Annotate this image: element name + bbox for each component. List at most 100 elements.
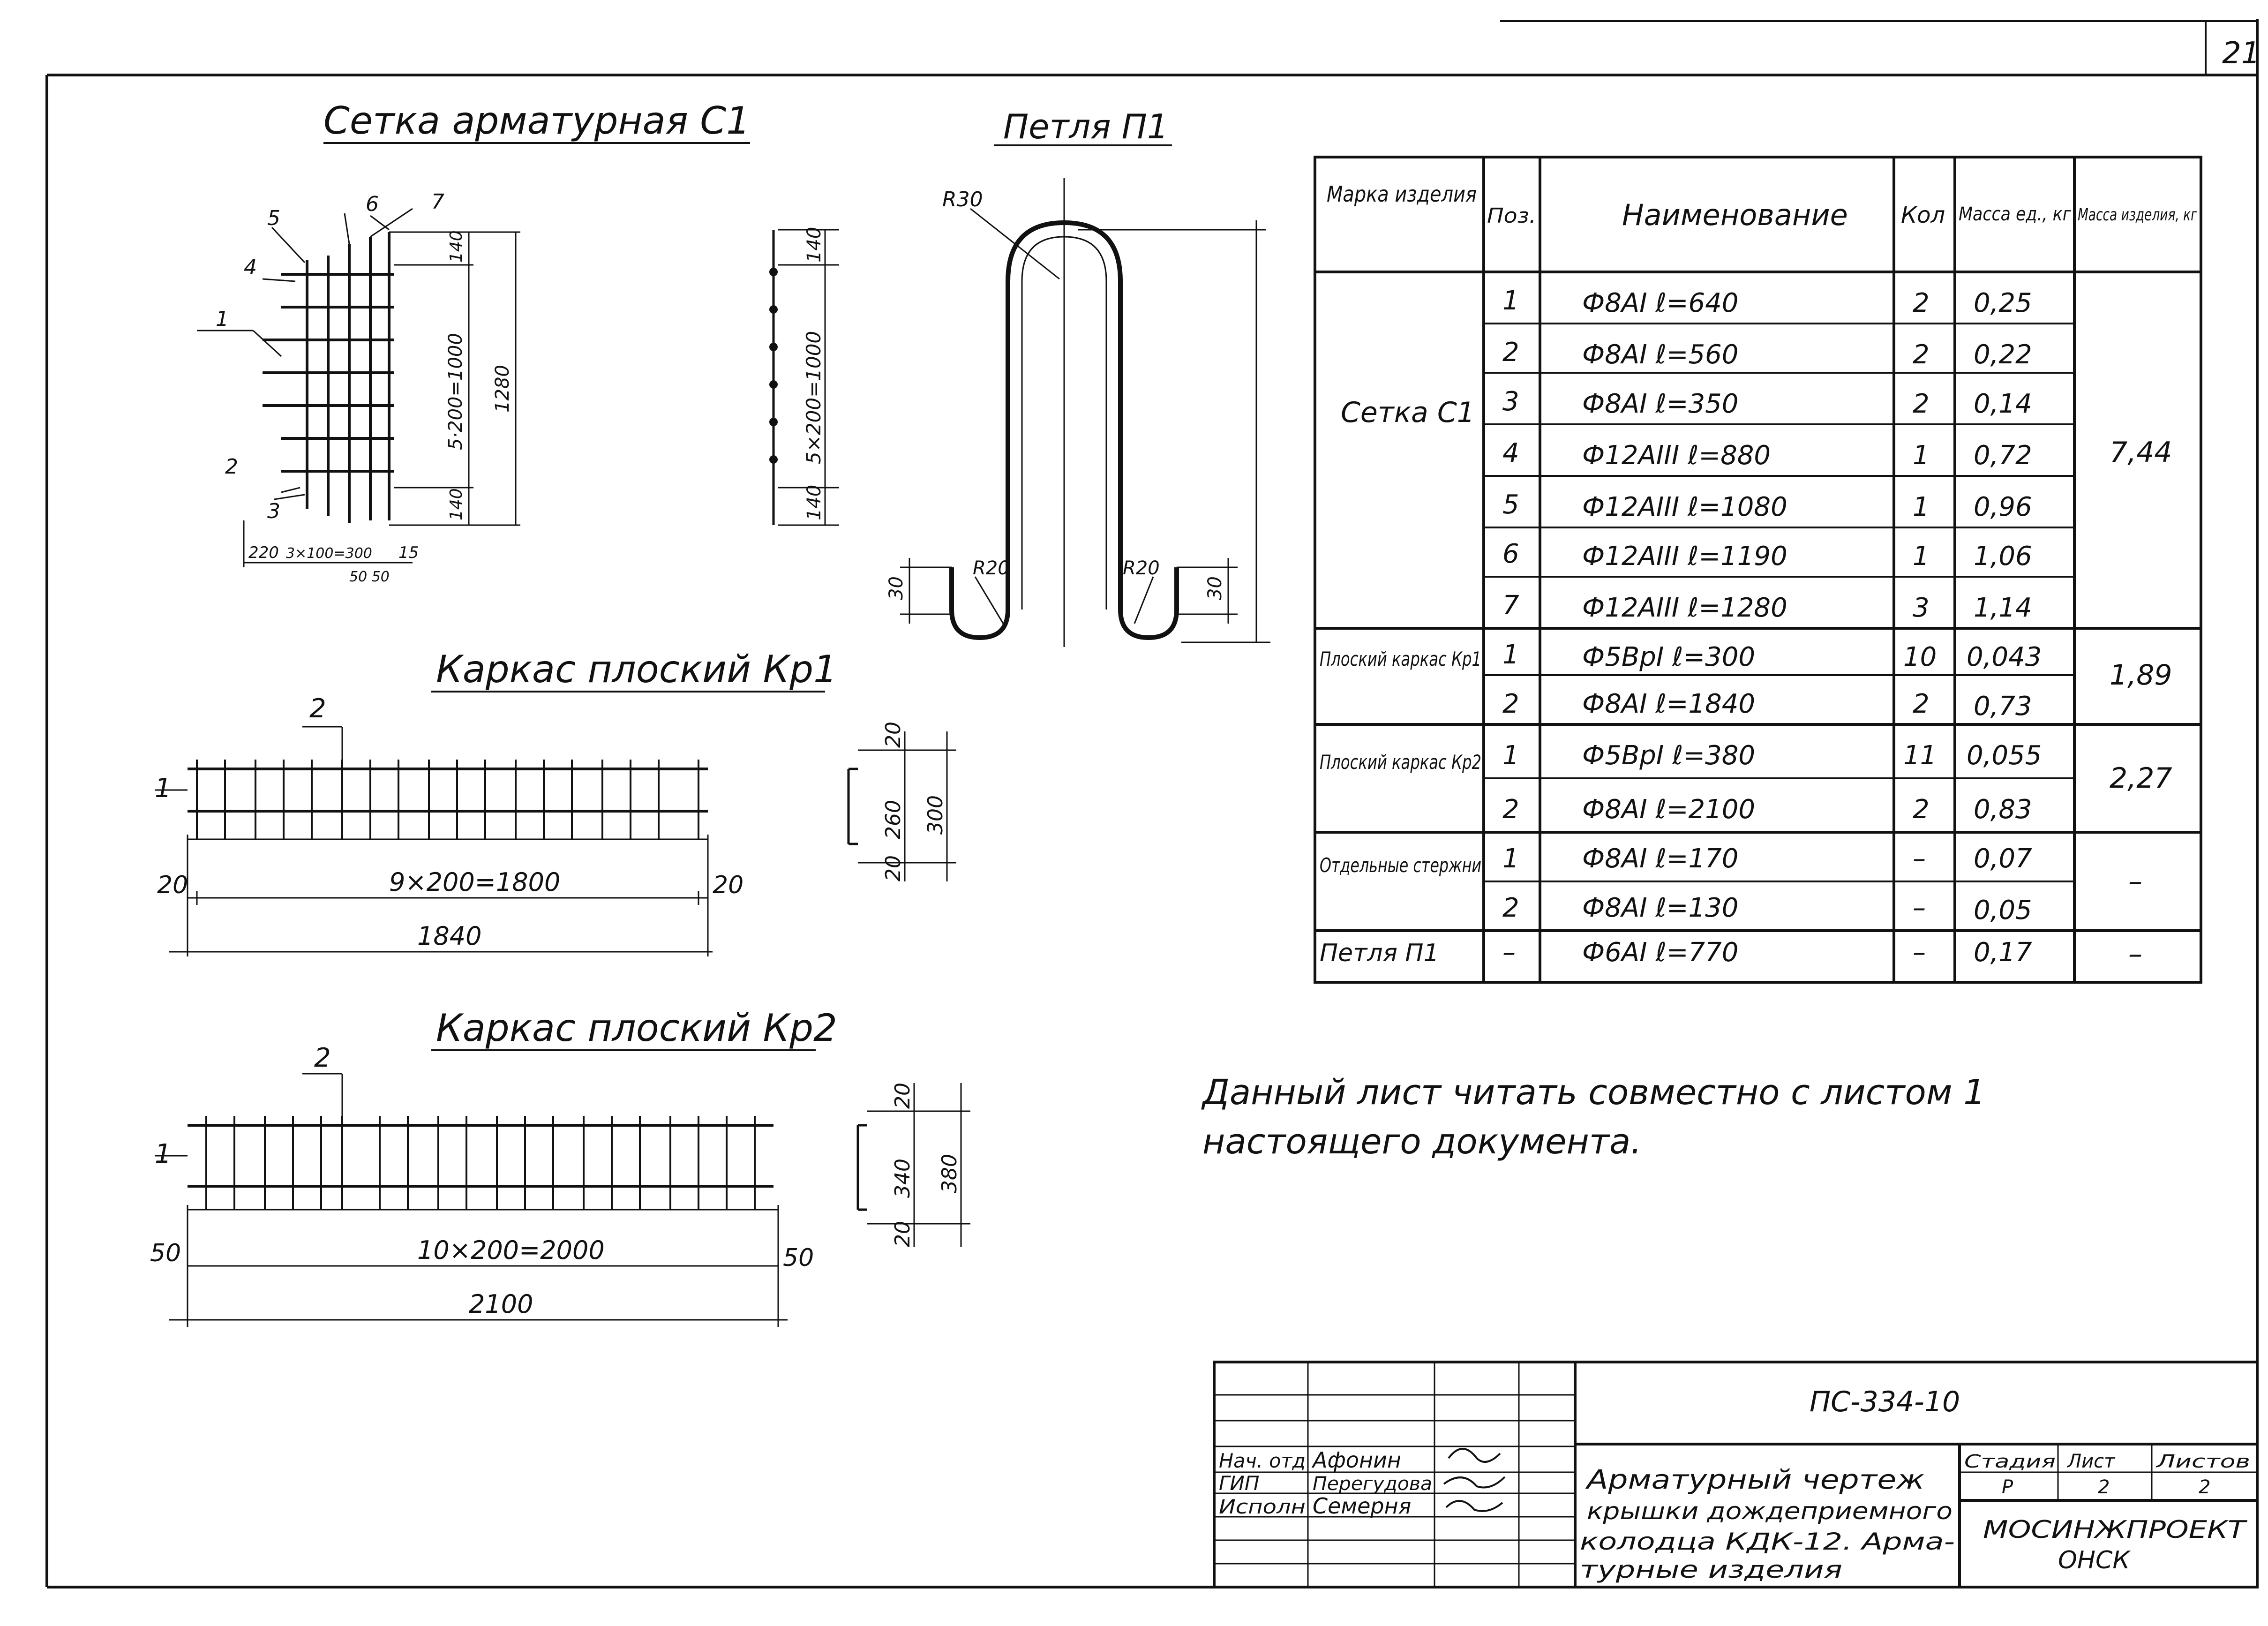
spec-row-name: Ф8АI ℓ=2100: [1582, 794, 1755, 825]
title-line-2: крышки дождеприемного: [1587, 1498, 1953, 1525]
spec-row-pos: 1: [1502, 843, 1519, 874]
frame-kp1-cross-bars: [196, 760, 699, 839]
spec-row-name: Ф8АI ℓ=350: [1582, 389, 1738, 419]
spec-row-qty: 2: [1913, 339, 1930, 370]
spec-row-qty: 10: [1903, 642, 1937, 672]
spec-row-name: Ф12АIII ℓ=1080: [1582, 492, 1787, 522]
spec-row-qty: 2: [1913, 288, 1930, 318]
stage-value: Р: [2002, 1476, 2013, 1498]
frame-kp2-dim-total: 2100: [469, 1289, 533, 1319]
spec-row-qty: –: [1913, 893, 1926, 923]
mesh-c1-dim-bottom-50: 50 50: [349, 569, 390, 585]
spec-row-name: Ф12АIII ℓ=1280: [1582, 593, 1787, 623]
mesh-c1-pos-3: 3: [267, 499, 280, 523]
org-line-2: ОНСК: [2058, 1546, 2131, 1574]
mesh-c1-side-dots: [769, 268, 778, 464]
frame-kp2-dims: [155, 1073, 788, 1327]
frame-kp1-section-total: 300: [924, 795, 947, 835]
spec-row-pos: 2: [1502, 337, 1519, 368]
frame-kp2-cross-bars: [205, 1116, 756, 1210]
mesh-c1-pos-2: 2: [225, 455, 238, 479]
spec-row-qty: 2: [1913, 794, 1930, 825]
spec-row-mass: 0,17: [1974, 937, 2032, 968]
frame-kp2-section-mid: 340: [891, 1159, 915, 1198]
frame-kp2-section: [856, 1124, 867, 1211]
spec-row-mass: 0,043: [1967, 642, 2042, 672]
mesh-c1-horizontal-bars: [263, 273, 394, 473]
note-line-2: настоящего документа.: [1202, 1122, 1642, 1162]
stage-label: Стадия: [1964, 1451, 2056, 1472]
spec-row-name: Ф5ВрI ℓ=380: [1582, 740, 1755, 771]
spec-row-pos: 1: [1502, 286, 1519, 316]
frame-kp1-label-pos1: 1: [155, 773, 172, 804]
spec-row-pos: 1: [1502, 740, 1519, 771]
frame-kp2-section-bottom: 20: [891, 1221, 915, 1247]
spec-row-qty: 2: [1913, 689, 1930, 719]
spec-header-mark: Марка изделия: [1327, 181, 1477, 207]
note-line-1: Данный лист читать совместно с листом 1: [1201, 1072, 1985, 1113]
loop-p1-dim-right: 30: [1204, 576, 1226, 600]
mesh-c1-pos-7: 7: [431, 190, 444, 214]
spec-row-mass: 0,07: [1974, 843, 2032, 874]
spec-row-pos: 2: [1502, 794, 1519, 825]
spec-group-mark-c1: Сетка С1: [1341, 396, 1475, 429]
spec-header-name: Наименование: [1622, 198, 1848, 232]
spec-row-mass: 0,25: [1974, 288, 2032, 318]
loop-p1-dim-left: 30: [886, 576, 907, 600]
sheets-label: Листов: [2155, 1451, 2250, 1472]
name-executor: Семерня: [1313, 1493, 1411, 1519]
loop-p1-radius-right: R20: [1123, 557, 1160, 579]
spec-row-pos: 2: [1502, 689, 1519, 719]
spec-row-pos: 7: [1502, 590, 1519, 621]
spec-row-qty: 3: [1913, 593, 1930, 623]
frame-kp2-dim-span: 10×200=2000: [417, 1235, 605, 1265]
frame-kp1-section-bottom: 20: [881, 855, 905, 881]
spec-table-grid: [1314, 156, 2202, 984]
spec-row-pos: –: [1502, 937, 1516, 968]
spec-row-mass: 1,14: [1974, 593, 2032, 623]
spec-row-name: Ф8АI ℓ=640: [1582, 288, 1738, 318]
spec-group-total-kp1: 1,89: [2110, 659, 2172, 692]
mesh-c1-dim-bottom-left: 220: [248, 543, 279, 562]
mesh-c1-dim-lines: [243, 231, 520, 567]
spec-table-row-lines: [1484, 323, 2074, 882]
spec-row-name: Ф8АI ℓ=1840: [1582, 689, 1755, 719]
mesh-c1-pos-5: 5: [267, 206, 280, 230]
spec-group-mark-kp2: Плоский каркас Кр2: [1320, 751, 1481, 774]
title-block: ПС-334-10 Нач. отд ГИП Исполн Афонин Пер…: [1213, 1361, 2259, 1588]
spec-row-qty: 2: [1913, 389, 1930, 419]
mesh-c1-side-dims: [778, 229, 839, 526]
loop-p1-radius-top: R30: [942, 188, 983, 211]
spec-row-name: Ф12АIII ℓ=880: [1582, 440, 1771, 471]
mesh-c1-title: Сетка арматурная С1: [323, 99, 750, 143]
frame-kp1-label-pos2: 2: [309, 693, 326, 724]
spec-row-qty: 1: [1913, 440, 1930, 471]
spec-row-mass: 0,83: [1974, 794, 2032, 825]
mesh-c1-dim-top: 140: [447, 230, 466, 263]
spec-row-pos: 6: [1502, 539, 1519, 569]
spec-row-mass: 0,14: [1974, 389, 2032, 419]
org-line-1: МОСИНЖПРОЕКТ: [1983, 1516, 2248, 1544]
frame-kp2-longitudinal-bars: [188, 1124, 774, 1188]
mesh-c1-side-dim-top: 140: [804, 227, 825, 263]
loop-p1-view: Петля П1 R30 R20 R20 30 30: [886, 107, 1270, 647]
sheets-value: 2: [2199, 1476, 2210, 1498]
signature-marks: [1443, 1448, 1506, 1512]
spec-row-name: Ф8АI ℓ=560: [1582, 339, 1738, 370]
title-line-4: турные изделия: [1580, 1556, 1842, 1583]
frame-kp2-section-dims: [867, 1083, 970, 1247]
spec-row-mass: 0,22: [1974, 339, 2032, 370]
frame-kp1-title: Каркас плоский Кр1: [436, 647, 837, 691]
mesh-c1-pos-4: 4: [244, 256, 257, 279]
mesh-c1-view: Сетка арматурная С1: [197, 99, 750, 585]
mesh-c1-vertical-bars: [306, 232, 391, 523]
frame-kp2-section-total: 380: [938, 1154, 961, 1193]
spec-row-qty: 1: [1913, 541, 1930, 572]
sheet-number: 21: [2222, 36, 2260, 71]
spec-group-mark-p1: Петля П1: [1320, 939, 1439, 967]
mesh-c1-side-dim-middle: 5×200=1000: [802, 331, 825, 464]
frame-kp2-label-pos2: 2: [314, 1043, 331, 1073]
frame-kp1-section: [847, 768, 858, 845]
frame-kp1-dims: [155, 726, 713, 956]
spec-row-mass: 0,055: [1967, 740, 2042, 771]
